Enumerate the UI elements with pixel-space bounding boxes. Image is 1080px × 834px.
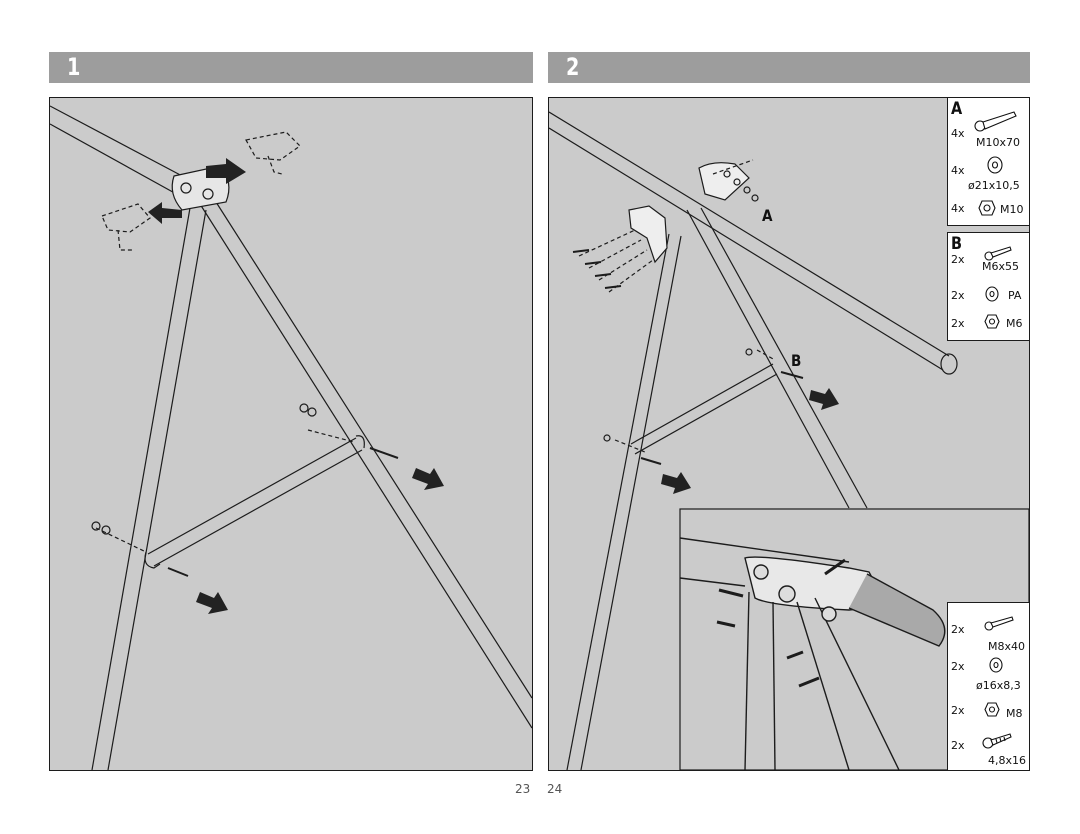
step-1-illustration xyxy=(49,97,533,771)
part-qty: 2x xyxy=(951,704,965,717)
page-number-left: 23 xyxy=(515,782,531,796)
part-qty: 2x xyxy=(951,739,965,752)
nut-icon xyxy=(984,702,1000,717)
part-qty: 4x xyxy=(951,164,965,177)
nut-icon xyxy=(978,200,996,216)
part-spec: M10 xyxy=(1000,203,1024,216)
part-qty: 2x xyxy=(951,623,965,636)
bolt-icon xyxy=(984,616,1014,631)
parts-list-a: A 4x M10x70 4x ø21x10,5 4x M10 xyxy=(947,98,1029,226)
part-spec: M6 xyxy=(1006,317,1023,330)
detail-connector-drawing xyxy=(679,537,946,770)
part-qty: 4x xyxy=(951,202,965,215)
step-2-header: 2 xyxy=(548,52,1030,83)
nut-icon xyxy=(984,314,1000,329)
part-qty: 2x xyxy=(951,289,965,302)
washer-icon xyxy=(987,156,1003,174)
a-frame-drawing xyxy=(50,105,532,770)
part-spec: M6x55 xyxy=(982,260,1019,273)
part-spec: ø16x8,3 xyxy=(976,679,1021,692)
part-spec: PA xyxy=(1008,289,1022,302)
part-spec: ø21x10,5 xyxy=(968,179,1020,192)
part-spec: M8x40 xyxy=(988,640,1025,653)
step-1-header: 1 xyxy=(49,52,533,83)
page-number-right: 24 xyxy=(547,782,563,796)
parts-list-title: A xyxy=(951,99,963,119)
part-spec: M8 xyxy=(1006,707,1023,720)
step-number: 2 xyxy=(566,53,580,81)
callout-a: A xyxy=(762,206,773,225)
washer-icon xyxy=(989,657,1003,673)
callout-b: B xyxy=(791,351,802,370)
parts-list-b: B 2x M6x55 2x PA 2x M6 xyxy=(947,232,1029,341)
part-qty: 2x xyxy=(951,660,965,673)
step-2-illustration: A 4x M10x70 4x ø21x10,5 4x M10 B 2x M6x5… xyxy=(548,97,1030,771)
screw-icon xyxy=(982,733,1012,749)
parts-list-detail: 2x M8x40 2x ø16x8,3 2x M8 2x 4,8x16 xyxy=(947,602,1029,770)
part-spec: 4,8x16 xyxy=(988,754,1027,767)
part-qty: 4x xyxy=(951,127,965,140)
bolt-icon xyxy=(984,246,1012,261)
part-qty: 2x xyxy=(951,253,965,266)
bolt-icon xyxy=(974,111,1017,132)
washer-icon xyxy=(985,286,999,302)
parts-list-title: B xyxy=(951,234,963,254)
step-number: 1 xyxy=(67,53,81,81)
part-qty: 2x xyxy=(951,317,965,330)
part-spec: M10x70 xyxy=(976,136,1020,149)
